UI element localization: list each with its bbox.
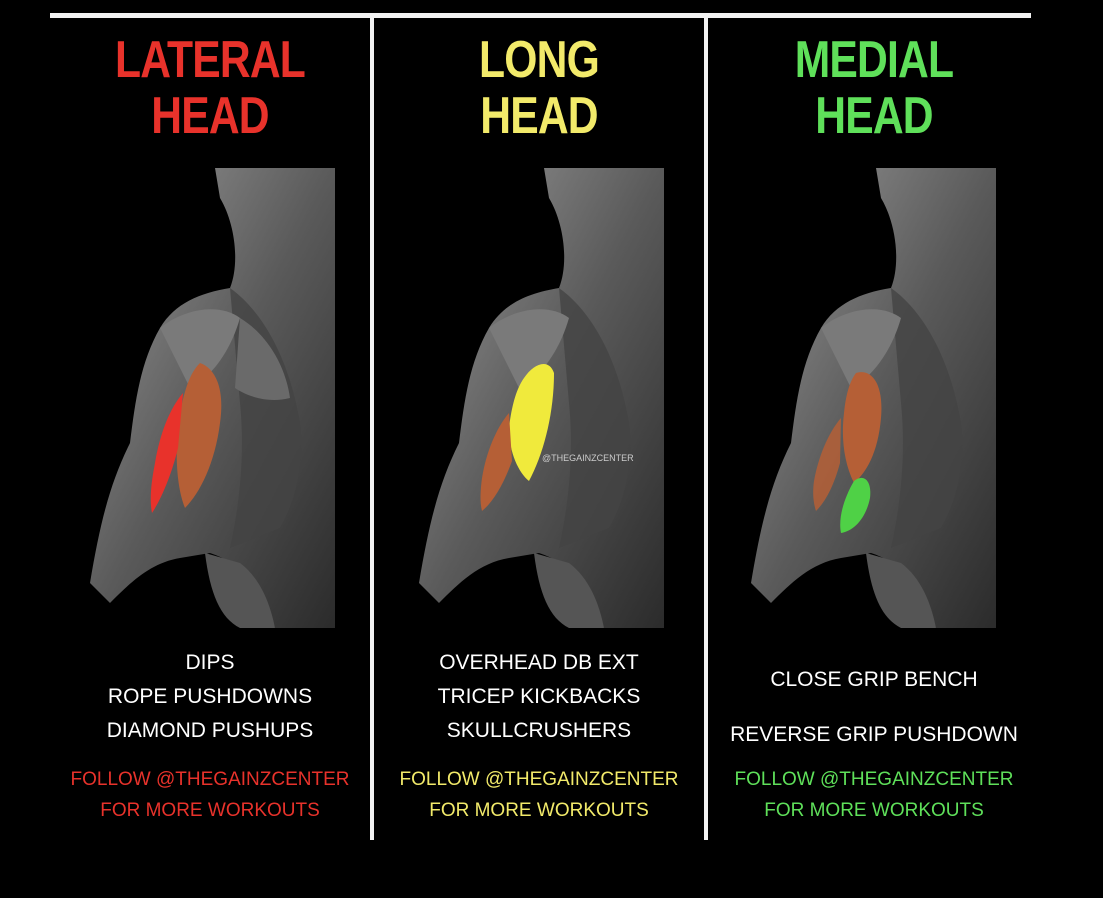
follow-callout: FOLLOW @THEGAINZCENTER FOR MORE WORKOUTS <box>708 764 1040 826</box>
exercise-item: OVERHEAD DB EXT <box>439 651 639 674</box>
divider-right <box>704 18 708 840</box>
follow-line-1: FOLLOW @THEGAINZCENTER <box>734 769 1014 790</box>
exercise-item: CLOSE GRIP BENCH <box>770 668 978 691</box>
title-line-2: HEAD <box>815 87 933 145</box>
exercise-list: DIPS ROPE PUSHDOWNS DIAMOND PUSHUPS <box>50 646 370 748</box>
triceps-anatomy-figure <box>751 168 996 628</box>
exercise-item: SKULLCRUSHERS <box>446 719 632 742</box>
follow-line-2: FOR MORE WORKOUTS <box>429 800 649 821</box>
exercise-item: TRICEP KICKBACKS <box>437 685 641 708</box>
exercise-item: DIAMOND PUSHUPS <box>106 719 314 742</box>
title-line-1: LONG <box>479 31 600 89</box>
title-line-2: HEAD <box>151 87 269 145</box>
follow-line-2: FOR MORE WORKOUTS <box>764 800 984 821</box>
watermark-text: @THEGAINZCENTER <box>542 453 634 463</box>
exercise-list: CLOSE GRIP BENCH REVERSE GRIP PUSHDOWN <box>708 652 1040 762</box>
panel-title: MEDIAL HEAD <box>738 32 1010 144</box>
exercise-item: REVERSE GRIP PUSHDOWN <box>730 723 1018 746</box>
panel-long-head: LONG HEAD @THEGAINZCENTER OVERHEAD DB EX… <box>374 18 704 840</box>
exercise-list: OVERHEAD DB EXT TRICEP KICKBACKS SKULLCR… <box>374 646 704 748</box>
follow-line-1: FOLLOW @THEGAINZCENTER <box>399 769 679 790</box>
top-rule <box>50 13 1031 18</box>
follow-callout: FOLLOW @THEGAINZCENTER FOR MORE WORKOUTS <box>50 764 370 826</box>
panel-medial-head: MEDIAL HEAD CLOSE GRIP BENCH REVERSE GRI… <box>708 18 1040 840</box>
triceps-anatomy-figure <box>90 168 335 628</box>
panel-title: LATERAL HEAD <box>79 32 341 144</box>
title-line-2: HEAD <box>480 87 598 145</box>
triceps-anatomy-figure <box>419 168 664 628</box>
follow-callout: FOLLOW @THEGAINZCENTER FOR MORE WORKOUTS <box>374 764 704 826</box>
follow-line-2: FOR MORE WORKOUTS <box>100 800 320 821</box>
title-line-1: MEDIAL <box>794 31 954 89</box>
title-line-1: LATERAL <box>114 31 306 89</box>
exercise-item: ROPE PUSHDOWNS <box>107 685 313 708</box>
exercise-item: DIPS <box>185 651 235 674</box>
panel-title: LONG HEAD <box>404 32 675 144</box>
divider-left <box>370 18 374 840</box>
panel-lateral-head: LATERAL HEAD DIPS ROPE PUSHDOWNS DIAMOND… <box>50 18 370 840</box>
follow-line-1: FOLLOW @THEGAINZCENTER <box>70 769 350 790</box>
